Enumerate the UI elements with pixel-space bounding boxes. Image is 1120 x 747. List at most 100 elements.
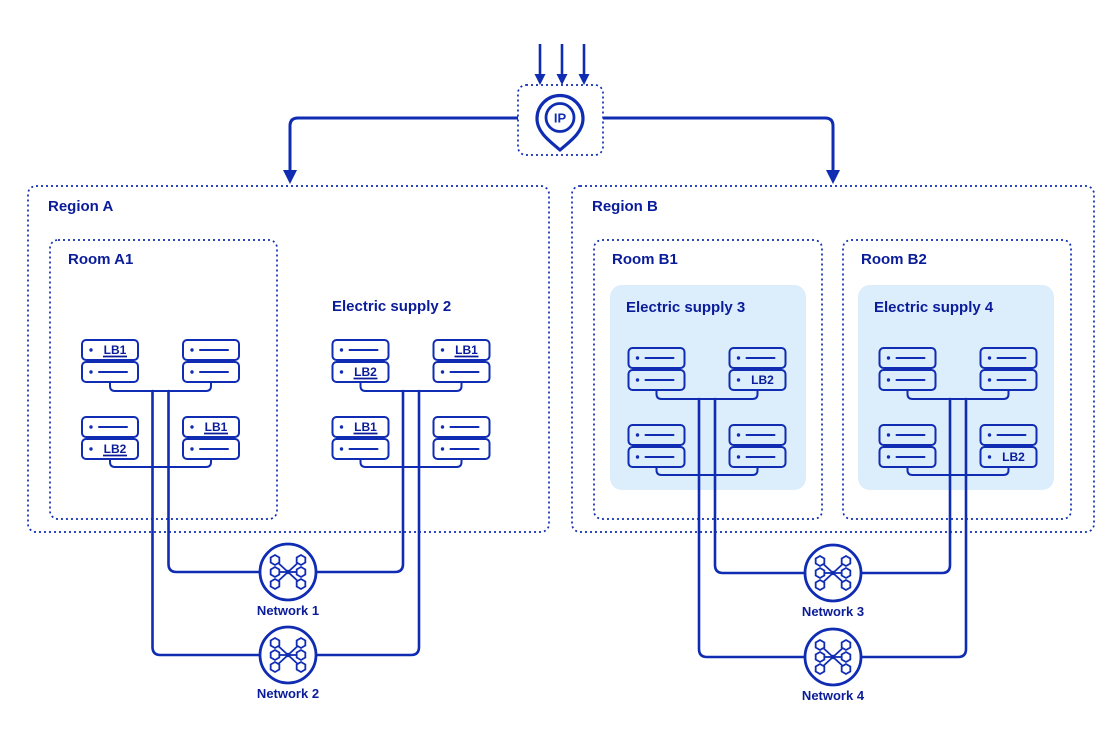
server-led-icon — [635, 356, 640, 360]
server-unit — [878, 446, 937, 468]
electric-supply-4-label: Electric supply 4 — [874, 299, 994, 316]
server-unit — [627, 446, 686, 468]
server-stack: LB1 — [432, 339, 491, 383]
server-led-icon — [987, 356, 992, 360]
server-bus — [655, 389, 759, 400]
network-link-line — [859, 397, 952, 575]
server-led-icon — [190, 425, 194, 429]
server-unit — [331, 361, 390, 383]
server-led-icon — [339, 348, 344, 352]
lb-label: LB1 — [104, 343, 127, 357]
server-stack: LB1 — [331, 416, 390, 460]
network-4-label: Network 4 — [801, 688, 865, 703]
server-led-icon — [89, 348, 93, 352]
room-a1-border — [49, 239, 278, 520]
ip-pin-icon: IP — [535, 93, 585, 152]
lb-label: LB2 — [1002, 450, 1025, 464]
server-stack — [728, 424, 787, 468]
server-unit — [81, 339, 139, 361]
server-unit — [878, 424, 937, 446]
server-led-icon — [987, 455, 992, 459]
server-led-icon — [635, 455, 640, 459]
server-unit — [878, 369, 937, 391]
server-led-icon — [440, 370, 445, 374]
server-led-icon — [736, 356, 741, 360]
network-link-line — [314, 389, 405, 574]
room-b2-border — [842, 239, 1072, 520]
arrowhead-icon — [283, 170, 297, 184]
server-led-icon — [736, 378, 741, 382]
server-led-icon — [190, 348, 194, 352]
server-stack: LB2 — [81, 416, 139, 460]
server-unit — [331, 339, 390, 361]
lb-label: LB2 — [751, 373, 774, 387]
lb-label: LB2 — [104, 442, 127, 456]
server-led-icon — [440, 447, 445, 451]
server-bus — [906, 389, 1010, 400]
server-bus — [109, 381, 212, 392]
network-2-icon — [258, 625, 318, 685]
server-stack: LB1 — [182, 416, 240, 460]
server-unit — [728, 347, 787, 369]
electric-supply-4-servers: LB2 — [859, 347, 1038, 659]
server-led-icon — [635, 433, 640, 437]
server-unit — [182, 339, 240, 361]
server-stack: LB2 — [728, 347, 787, 391]
server-led-icon — [89, 447, 93, 451]
network-link-line — [151, 389, 262, 657]
server-led-icon — [339, 425, 344, 429]
room-a1-label: Room A1 — [68, 251, 134, 268]
server-led-icon — [190, 447, 194, 451]
room-b1-border — [593, 239, 823, 520]
server-stack — [182, 339, 240, 383]
connector-to-region-a — [288, 116, 518, 171]
lb-label: LB1 — [354, 420, 377, 434]
server-stack — [878, 424, 937, 468]
server-unit — [331, 438, 390, 460]
server-led-icon — [886, 356, 891, 360]
server-led-icon — [440, 348, 445, 352]
ip-box-border — [517, 84, 604, 156]
electric-supply-3-label: Electric supply 3 — [626, 299, 746, 316]
server-led-icon — [339, 447, 344, 451]
network-4-icon — [803, 627, 863, 687]
network-link-line — [713, 397, 807, 575]
lb-label: LB2 — [354, 365, 377, 379]
server-led-icon — [736, 433, 741, 437]
server-bus — [655, 466, 759, 476]
server-stack: LB2 — [331, 339, 390, 383]
network-1-icon — [258, 542, 318, 602]
server-unit — [182, 361, 240, 383]
server-bus — [359, 381, 463, 392]
electric-supply-3-panel — [610, 285, 806, 490]
server-led-icon — [89, 425, 93, 429]
server-led-icon — [736, 455, 741, 459]
server-unit — [627, 424, 686, 446]
server-unit — [979, 347, 1038, 369]
server-led-icon — [987, 433, 992, 437]
network-3-label: Network 3 — [801, 604, 865, 619]
server-unit — [81, 416, 139, 438]
network-2-label: Network 2 — [256, 686, 320, 701]
network-link-line — [859, 397, 968, 659]
server-led-icon — [886, 455, 891, 459]
server-unit — [432, 416, 491, 438]
server-unit — [979, 446, 1038, 468]
server-unit — [331, 416, 390, 438]
server-stack: LB2 — [979, 424, 1038, 468]
server-led-icon — [190, 370, 194, 374]
server-bus — [109, 458, 212, 468]
arrowhead-icon — [578, 74, 590, 85]
server-led-icon — [440, 425, 445, 429]
lb-label: LB1 — [205, 420, 228, 434]
server-unit — [728, 369, 787, 391]
lb-label: LB1 — [455, 343, 478, 357]
server-led-icon — [339, 370, 344, 374]
arrowhead-icon — [534, 74, 546, 85]
server-stack — [627, 347, 686, 391]
network-link-line — [314, 389, 421, 657]
server-unit — [878, 347, 937, 369]
